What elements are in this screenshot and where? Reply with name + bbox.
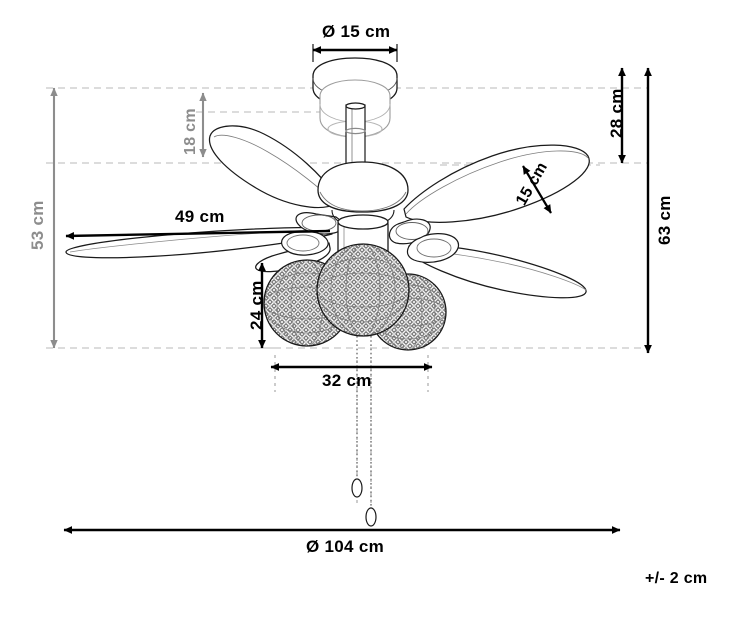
blade-upper-left [208,125,337,209]
label-total-height-right: 63 cm [655,195,674,245]
downrod [345,102,366,168]
arrow-blade-length [65,229,331,240]
label-blade-length: 49 cm [175,207,225,226]
label-light-width: 32 cm [322,371,372,390]
label-canopy-diameter: Ø 15 cm [322,22,391,41]
blade-right [407,244,587,299]
dimension-tick-lines [312,44,398,62]
label-light-height: 24 cm [247,280,266,330]
blade-arms [281,212,460,263]
blade-left [65,226,333,259]
pull-chain-finial-left [351,478,363,498]
label-canopy-to-blades: 28 cm [607,88,626,138]
dimension-arrows [50,46,652,534]
arrow-blade-width [522,165,552,214]
rattan-shade-center [316,243,410,337]
light-shades [263,243,447,351]
pull-chain-finial-right [365,507,377,527]
blade-upper-right [403,144,590,223]
label-total-height-left: 53 cm [28,200,47,250]
label-fan-diameter: Ø 104 cm [306,537,385,556]
label-downrod-drop: 18 cm [182,108,199,155]
pull-chains [351,336,377,527]
label-tolerance-note: +/- 2 cm [645,570,708,587]
